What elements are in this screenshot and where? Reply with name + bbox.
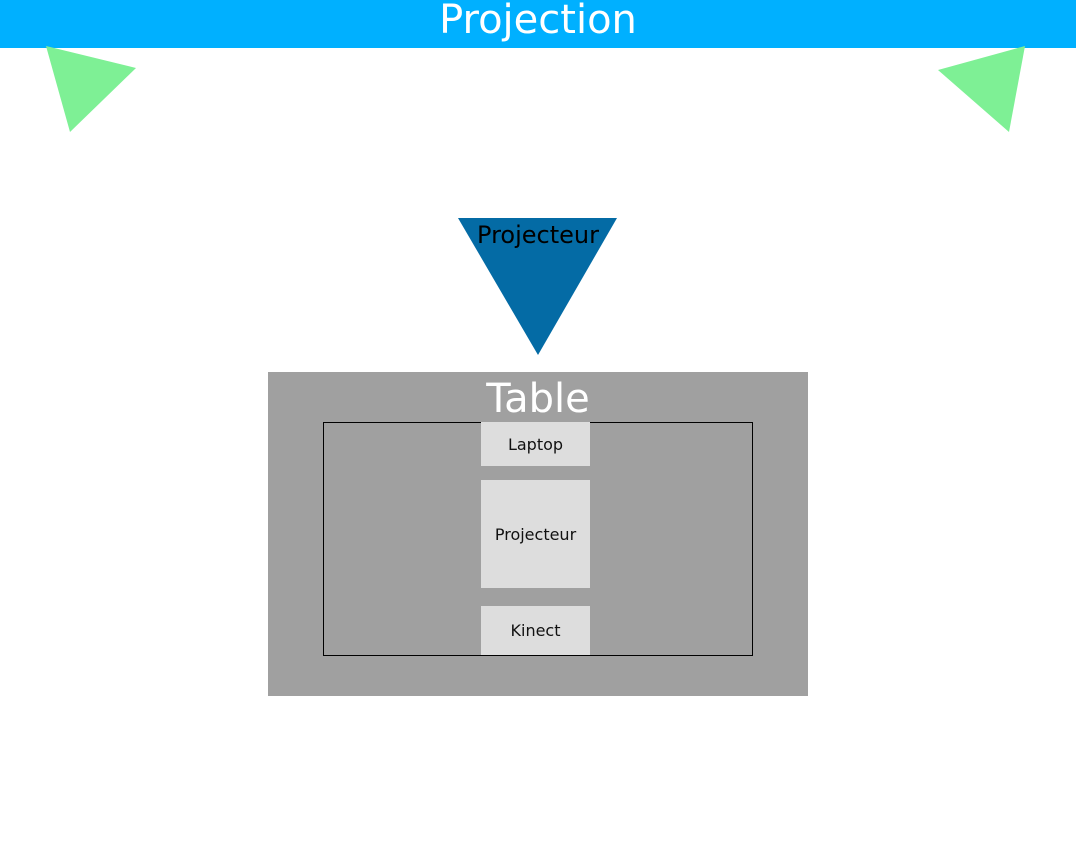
right-green-triangle-marker: [938, 46, 1025, 132]
table-area: Table Laptop Projecteur Kinect: [268, 372, 808, 696]
page-title: Projection: [439, 0, 637, 43]
table-title: Table: [486, 376, 590, 422]
projector-triangle-shape: [458, 218, 617, 355]
left-green-triangle-marker: [46, 46, 136, 132]
kinect-box: Kinect: [481, 606, 590, 655]
laptop-box: Laptop: [481, 422, 590, 466]
projector-label: Projecteur: [477, 221, 599, 249]
header-bar: Projection: [0, 0, 1076, 48]
projector-box: Projecteur: [481, 480, 590, 588]
